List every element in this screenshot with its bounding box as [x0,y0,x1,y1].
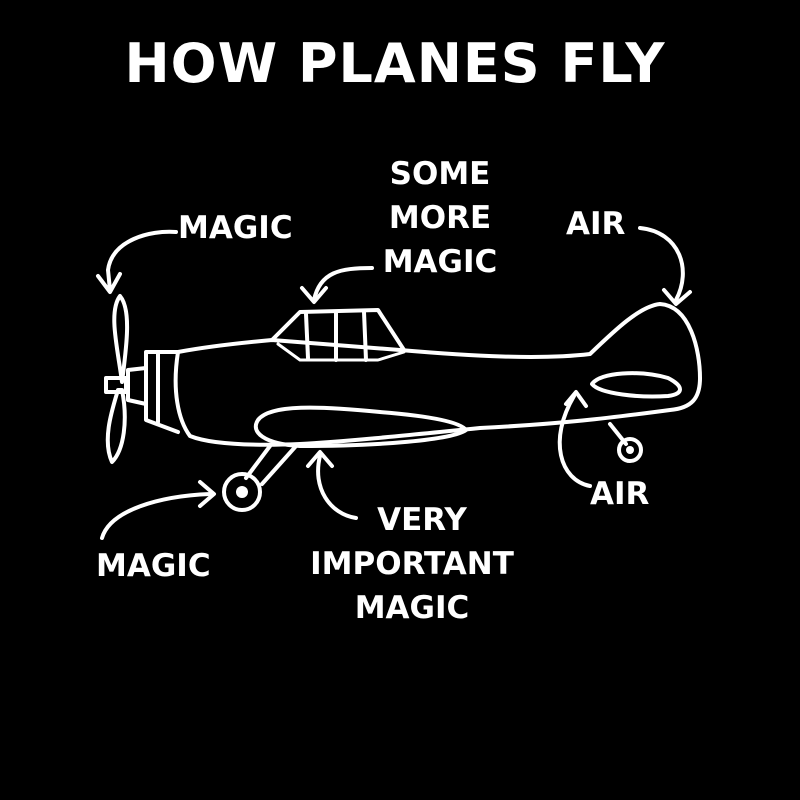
tail-elevator [590,371,682,399]
page-title: HOW PLANES FLY [124,32,666,95]
label-cockpit-line-3: MAGIC [382,244,498,280]
label-cockpit-magic: SOME MORE MAGIC [370,152,510,284]
label-tail-air-top: AIR [566,206,626,242]
label-cockpit-line-2: MORE [388,200,492,236]
label-wing-line-2: IMPORTANT [310,546,514,582]
tail-wheel-hub [626,446,634,454]
propeller-hub [104,376,128,394]
label-wing-line-3: MAGIC [354,590,470,626]
main-gear-strut [244,444,272,480]
canopy-base [276,342,406,362]
label-cockpit-line-1: SOME [389,156,491,192]
arrow-cockpit [312,266,374,302]
arrow-wheel-head [198,480,216,508]
arrow-cockpit-head [300,286,328,304]
main-wheel [222,472,262,512]
arrows [96,226,692,540]
propeller-lower [105,388,127,464]
spinner [126,366,148,406]
label-propeller-magic: MAGIC [178,210,293,246]
wing [253,405,468,448]
cockpit-canopy [270,308,406,352]
canopy-frame-3 [362,310,368,362]
tail-wheel [617,437,643,463]
arrow-air-top-head [662,288,692,306]
arrow-air-top [638,226,685,302]
canopy-frame-1 [304,312,310,360]
fuselage-outline [173,302,702,447]
main-wheel-hub [236,486,248,498]
main-gear-strut-2 [260,444,298,486]
arrow-air-bottom-head [564,390,588,408]
arrow-air-bottom [557,394,592,488]
arrow-wing [316,454,358,520]
label-wheel-magic: MAGIC [96,548,211,584]
arrow-wing-head [306,450,334,468]
label-tail-air-bottom: AIR [590,476,650,512]
arrow-propeller [106,229,178,292]
label-wing-line-1: VERY [377,502,467,538]
engine-cowling [144,350,180,434]
airplane-illustration [104,294,702,512]
arrow-propeller-head [96,272,122,294]
propeller [112,294,130,384]
arrow-wheel [100,492,212,540]
label-wing-magic: VERY IMPORTANT MAGIC [282,498,542,630]
